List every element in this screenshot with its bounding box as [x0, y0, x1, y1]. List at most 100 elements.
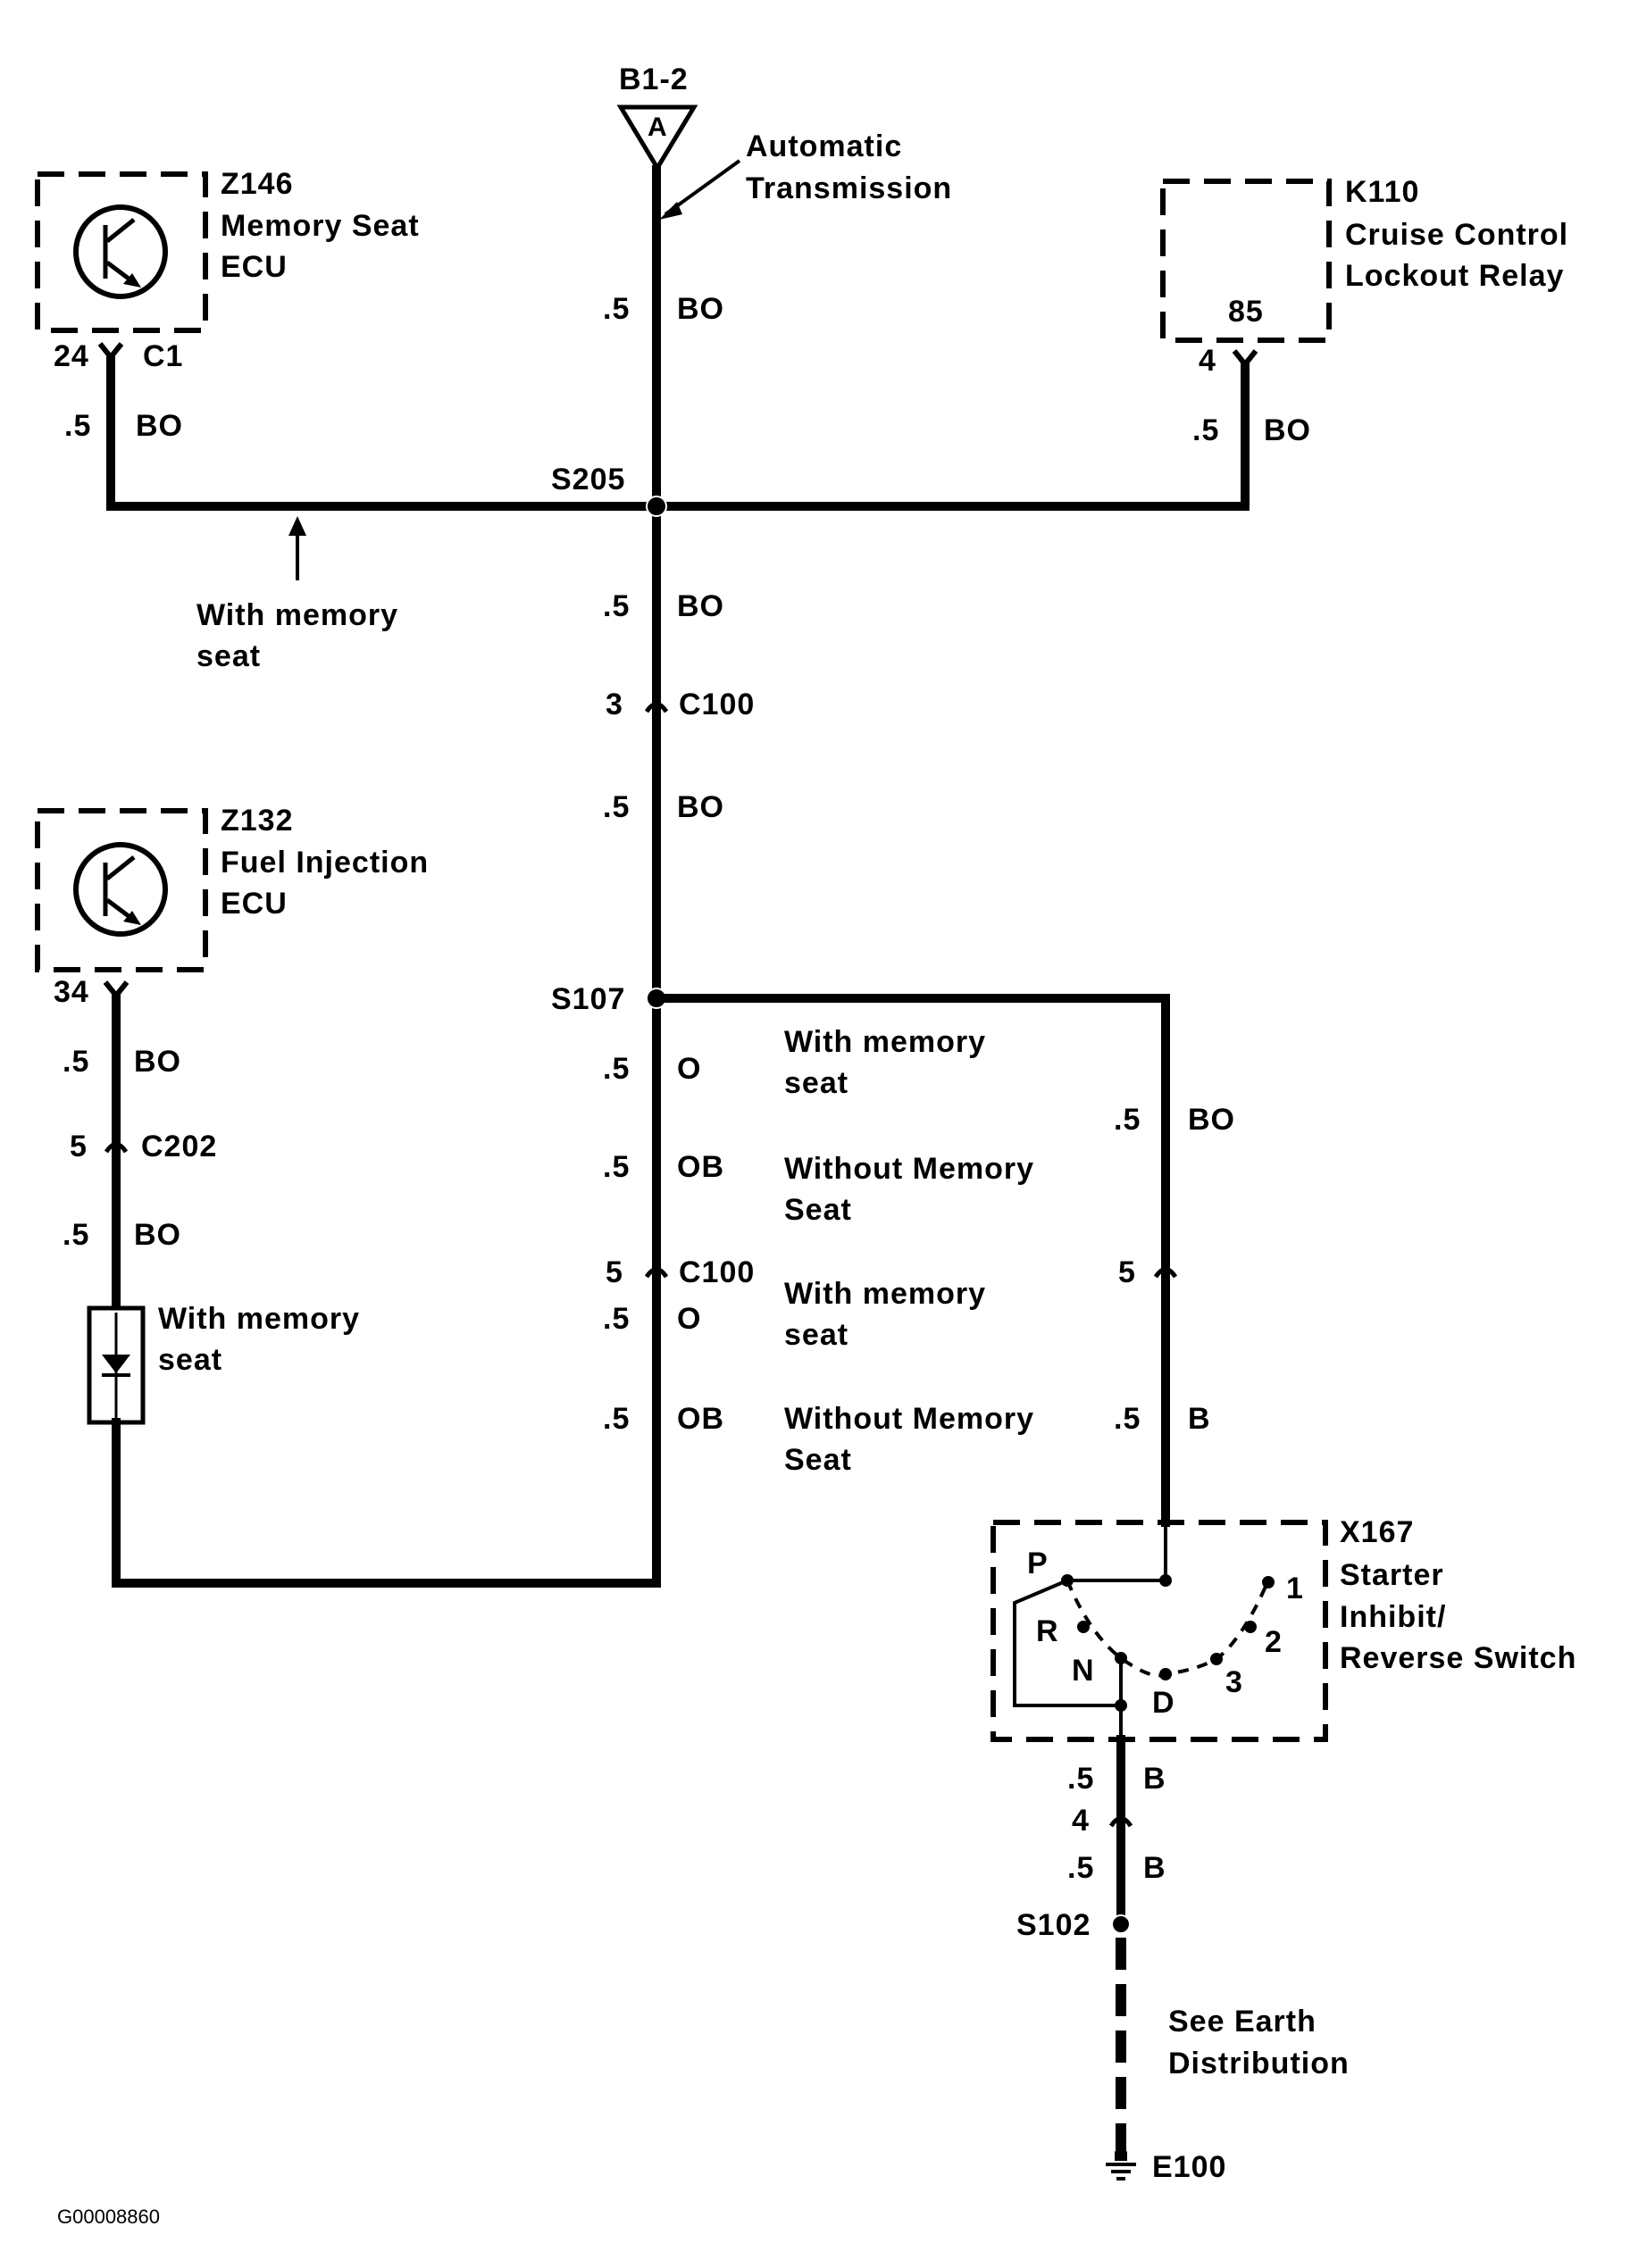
connector-bottom-4: 4	[1072, 1804, 1133, 1838]
source-letter: A	[648, 113, 667, 142]
wire-color-label: O	[677, 1052, 701, 1086]
svg-text:5: 5	[1118, 1255, 1136, 1289]
wire-size-label: .5	[603, 1150, 630, 1184]
wire-size-label: .5	[1114, 1402, 1141, 1436]
svg-text:seat: seat	[196, 639, 261, 673]
wire-size-label: .5	[603, 1402, 630, 1436]
svg-text:4: 4	[1072, 1804, 1090, 1838]
position-n: N	[1072, 1654, 1095, 1688]
transmission-label: Transmission	[746, 171, 952, 205]
x167-line1: Starter	[1340, 1558, 1444, 1592]
wire-size-label: .5	[1067, 1851, 1094, 1885]
connector-right-5: 5	[1118, 1255, 1178, 1289]
position-1: 1	[1286, 1572, 1304, 1605]
note-with-memory: seat	[784, 1066, 848, 1100]
wire-size-label: .5	[603, 1302, 630, 1336]
wire-color-label: OB	[677, 1402, 724, 1436]
k110-pin: 4	[1199, 344, 1216, 378]
source-name: B1-2	[619, 63, 689, 96]
wire-color-label: BO	[677, 790, 724, 824]
z132-pin: 34	[54, 975, 89, 1009]
z146-line2: ECU	[221, 250, 288, 284]
wire-color-label: BO	[1188, 1103, 1235, 1137]
wire-color-label: BO	[1264, 413, 1311, 447]
k110-cruise-control-lockout-relay: K110 Cruise Control Lockout Relay 85 4	[1160, 175, 1568, 378]
wire-color-label: OB	[677, 1150, 724, 1184]
k110-line2: Lockout Relay	[1345, 259, 1564, 293]
note-with-memory: With memory	[784, 1025, 986, 1059]
note-with-memory: seat	[784, 1318, 848, 1352]
transistor-icon	[123, 911, 141, 925]
diode-note: With memory	[158, 1302, 360, 1336]
z146-connector: C1	[143, 339, 183, 373]
wire-color-label: B	[1188, 1402, 1211, 1436]
z146-line1: Memory Seat	[221, 209, 420, 243]
wire-size-label: .5	[63, 1045, 89, 1079]
z132-fuel-injection-ecu: Z132 Fuel Injection ECU 34	[35, 804, 428, 1009]
note-without-memory: Seat	[784, 1193, 852, 1227]
transistor-icon	[123, 273, 141, 288]
svg-text:S102: S102	[1016, 1908, 1091, 1942]
k110-line1: Cruise Control	[1345, 218, 1568, 252]
arrow-up-icon	[288, 516, 306, 536]
automatic-transmission-note: Automatic Transmission	[659, 129, 952, 220]
wire-color-label: BO	[677, 589, 724, 623]
svg-text:C202: C202	[141, 1130, 217, 1163]
x167-starter-inhibit-switch: X167 Starter Inhibit/ Reverse Switch P R…	[991, 1515, 1576, 1742]
wire-color-label: B	[1143, 1762, 1166, 1796]
svg-text:With memory: With memory	[196, 598, 398, 632]
z146-memory-seat-ecu: Z146 Memory Seat ECU 24 C1	[35, 167, 420, 373]
svg-text:3: 3	[606, 688, 623, 721]
connector-c100-upper: 3 C100	[606, 688, 755, 721]
diode-note: seat	[158, 1343, 222, 1377]
wire-size-label: .5	[1192, 413, 1219, 447]
s205-label: S205	[551, 463, 625, 496]
wire-size-label: .5	[1067, 1762, 1094, 1796]
svg-text:C100: C100	[679, 688, 755, 721]
note-without-memory: Without Memory	[784, 1152, 1034, 1186]
diode-icon	[87, 1305, 146, 1425]
source-connector-b1-2: B1-2 A	[616, 63, 698, 172]
see-earth-label: See Earth	[1168, 2005, 1317, 2039]
wire-color-label: BO	[136, 409, 183, 443]
connector-c202: 5 C202	[70, 1130, 217, 1163]
position-p: P	[1027, 1547, 1049, 1580]
svg-text:5: 5	[606, 1255, 623, 1289]
x167-line2: Inhibit/	[1340, 1600, 1446, 1634]
position-2: 2	[1265, 1625, 1283, 1659]
connector-c100-lower: 5 C100	[606, 1255, 755, 1289]
wire-size-label: .5	[63, 1218, 89, 1252]
wire-size-label: .5	[1114, 1103, 1141, 1137]
splice-s107: S107	[551, 982, 667, 1016]
wire-size-label: .5	[603, 589, 630, 623]
ground-e100: E100	[1106, 2147, 1226, 2184]
z146-id: Z146	[221, 167, 294, 201]
figure-code: G00008860	[57, 2205, 160, 2228]
position-d: D	[1152, 1686, 1175, 1720]
with-memory-seat-note-top: With memory seat	[196, 516, 398, 673]
wire-size-label: .5	[603, 292, 630, 326]
k110-terminal: 85	[1228, 295, 1264, 329]
svg-text:E100: E100	[1152, 2150, 1226, 2184]
wire-size-label: .5	[64, 409, 91, 443]
z132-line2: ECU	[221, 887, 288, 921]
note-without-memory: Seat	[784, 1443, 852, 1477]
splice-s102: S102	[1016, 1908, 1131, 1942]
wire-color-label: B	[1143, 1851, 1166, 1885]
x167-id: X167	[1340, 1515, 1414, 1549]
svg-text:S107: S107	[551, 982, 625, 1016]
svg-text:5: 5	[70, 1130, 88, 1163]
wire-size-label: .5	[603, 1052, 630, 1086]
note-without-memory: Without Memory	[784, 1402, 1034, 1436]
svg-text:C100: C100	[679, 1255, 755, 1289]
wire-color-label: BO	[134, 1218, 181, 1252]
splice-s205: S205	[551, 463, 667, 517]
position-3: 3	[1225, 1665, 1243, 1699]
position-r: R	[1036, 1614, 1059, 1648]
wire-color-label: BO	[677, 292, 724, 326]
automatic-label: Automatic	[746, 129, 902, 163]
k110-id: K110	[1345, 175, 1419, 209]
wire-color-label: BO	[134, 1045, 181, 1079]
wire-size-label: .5	[603, 790, 630, 824]
